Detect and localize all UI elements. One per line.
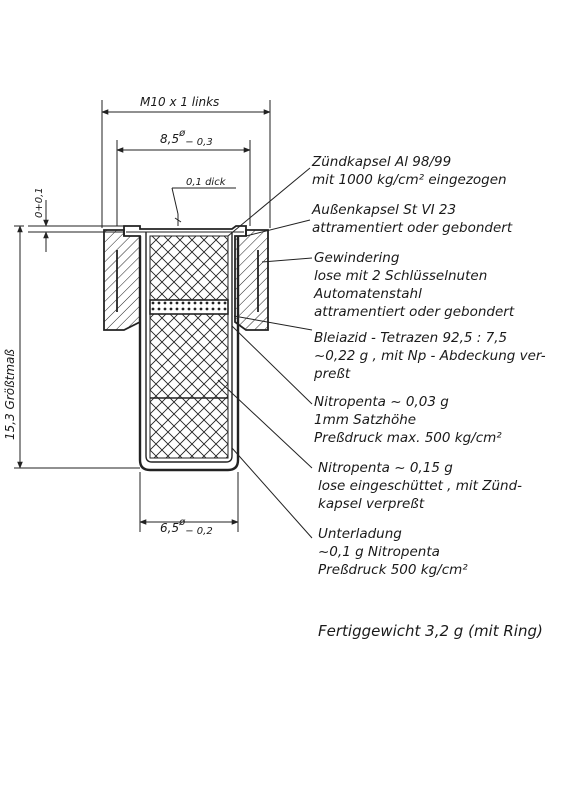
base-diameter-sup: ø bbox=[178, 517, 186, 528]
detonator-section bbox=[103, 214, 269, 472]
dimension-text: M10 x 1 links 8,5ø− 0,3 0,1 dick 0+0,1 1… bbox=[3, 95, 227, 537]
dense-layer bbox=[149, 299, 229, 315]
outer-cup bbox=[138, 236, 240, 472]
primary-charge bbox=[149, 235, 229, 301]
height-dimension: 15,3 Größtmaß bbox=[3, 349, 17, 440]
inner-cup bbox=[145, 232, 233, 463]
thread-ring-left bbox=[103, 229, 141, 331]
cap-diameter-sub: − 0,3 bbox=[185, 137, 212, 148]
cap-diameter-sup: ø bbox=[178, 128, 186, 139]
base-diameter-value: 6,5 bbox=[160, 521, 179, 535]
finished-weight-note: Fertiggewicht 3,2 g (mit Ring) bbox=[318, 622, 543, 640]
base-diameter-sub: − 0,2 bbox=[185, 526, 212, 537]
leader-lines bbox=[217, 167, 313, 539]
loose-charge bbox=[149, 313, 229, 399]
wall-thickness: 0,1 dick bbox=[186, 177, 227, 188]
callout-base-charge: Unterladung ~0,1 g Nitropenta Preßdruck … bbox=[318, 526, 468, 578]
callout-lead-azide: Bleiazid - Tetrazen 92,5 : 7,5 ~0,22 g ,… bbox=[313, 330, 550, 382]
callout-petn-small: Nitropenta ~ 0,03 g 1mm Satzhöhe Preßdru… bbox=[314, 394, 502, 446]
callout-ignition-cap: Zündkapsel Al 98/99 mit 1000 kg/cm² eing… bbox=[311, 154, 507, 188]
thread-ring-right bbox=[234, 229, 269, 331]
callout-petn-loose: Nitropenta ~ 0,15 g lose eingeschüttet ,… bbox=[318, 460, 526, 512]
thread-dimension: M10 x 1 links bbox=[140, 95, 219, 109]
top-tolerance: 0+0,1 bbox=[34, 187, 45, 218]
base-diameter: 6,5ø− 0,2 bbox=[160, 517, 213, 537]
cap-top bbox=[123, 225, 247, 236]
base-charge bbox=[149, 397, 229, 459]
callout-outer-cap: Außenkapsel St VI 23 attramentiert oder … bbox=[311, 202, 513, 236]
cap-diameter: 8,5ø− 0,3 bbox=[160, 128, 213, 148]
dimension-lines bbox=[14, 100, 271, 532]
cap-diameter-value: 8,5 bbox=[160, 132, 179, 146]
callout-thread-ring: Gewindering lose mit 2 Schlüsselnuten Au… bbox=[313, 250, 515, 320]
callout-labels: Zündkapsel Al 98/99 mit 1000 kg/cm² eing… bbox=[311, 154, 550, 640]
